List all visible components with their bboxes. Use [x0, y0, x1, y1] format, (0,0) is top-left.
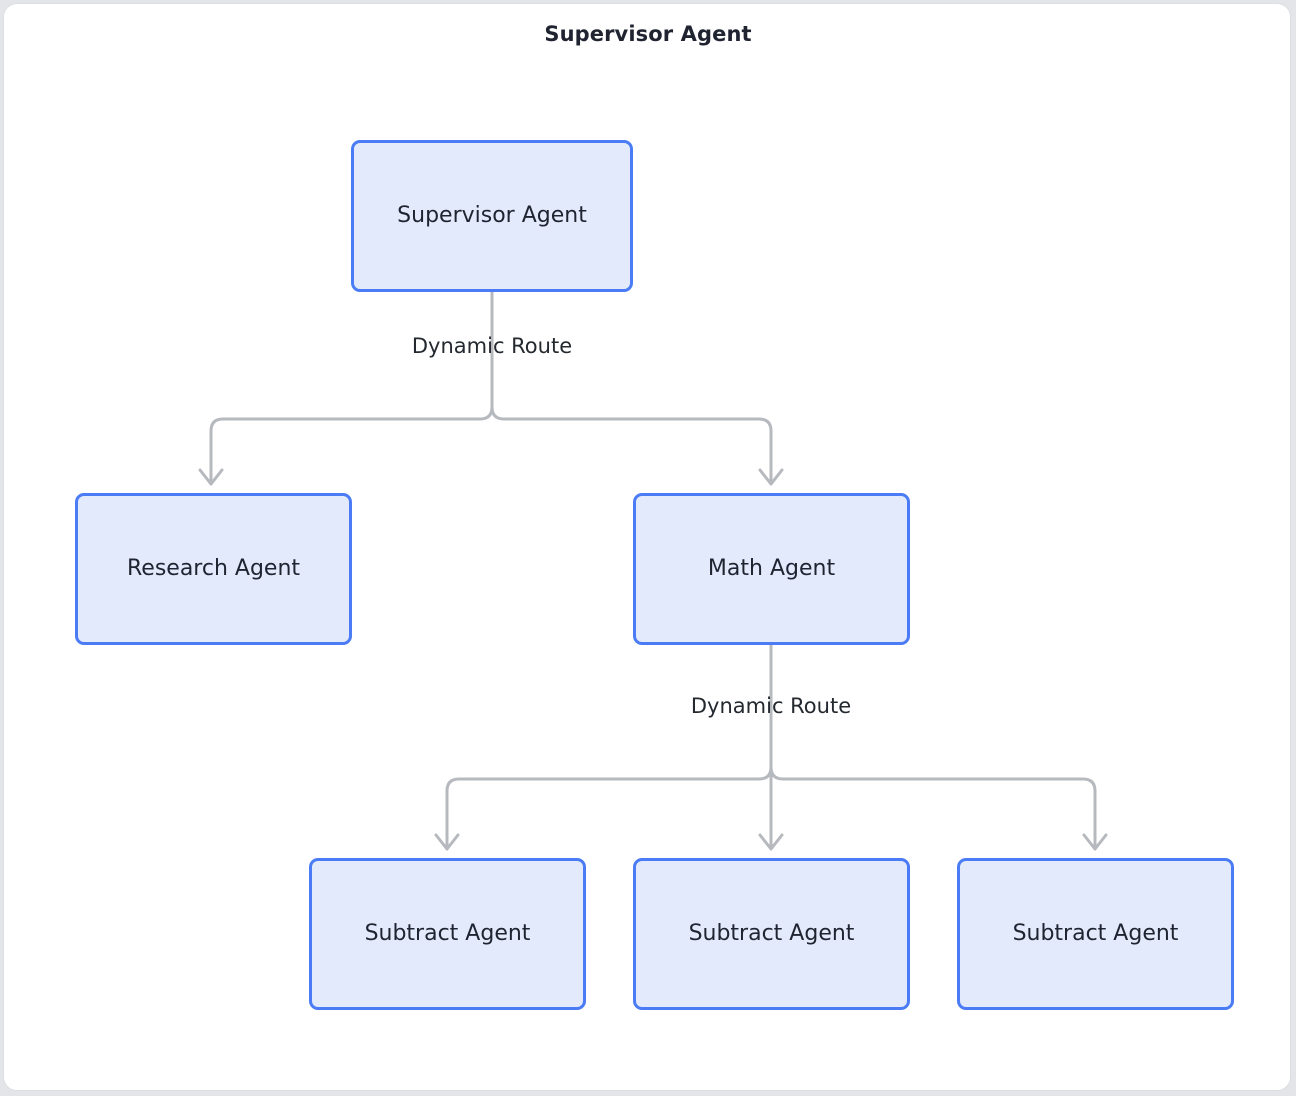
node-label: Math Agent: [707, 556, 836, 581]
node-subtract-agent-3[interactable]: Subtract Agent: [957, 858, 1234, 1010]
node-supervisor-agent[interactable]: Supervisor Agent: [351, 140, 633, 292]
diagram-card: Supervisor Agent Supervis: [3, 3, 1291, 1091]
node-math-agent[interactable]: Math Agent: [633, 493, 910, 645]
arrowhead-subtract2-icon: [758, 833, 784, 851]
edge-supervisor-to-math: [490, 405, 773, 486]
edge-label-dynamic-route-top: Dynamic Route: [411, 334, 573, 358]
edge-math-to-subtract3: [769, 765, 1097, 851]
arrowhead-subtract3-icon: [1082, 833, 1108, 851]
node-label: Subtract Agent: [1012, 921, 1179, 946]
node-label: Research Agent: [126, 556, 301, 581]
edge-label-dynamic-route-bottom: Dynamic Route: [690, 694, 852, 718]
edge-math-to-subtract1: [445, 765, 773, 851]
arrowhead-research-icon: [198, 468, 224, 486]
arrowhead-math-icon: [758, 468, 784, 486]
node-label: Subtract Agent: [688, 921, 855, 946]
page-title: Supervisor Agent: [544, 22, 752, 46]
node-label: Subtract Agent: [364, 921, 531, 946]
node-subtract-agent-2[interactable]: Subtract Agent: [633, 858, 910, 1010]
arrowhead-subtract1-icon: [434, 833, 460, 851]
node-research-agent[interactable]: Research Agent: [75, 493, 352, 645]
node-subtract-agent-1[interactable]: Subtract Agent: [309, 858, 586, 1010]
edge-supervisor-to-research: [209, 405, 494, 486]
node-label: Supervisor Agent: [397, 203, 587, 228]
edge-layer: [198, 290, 1108, 851]
